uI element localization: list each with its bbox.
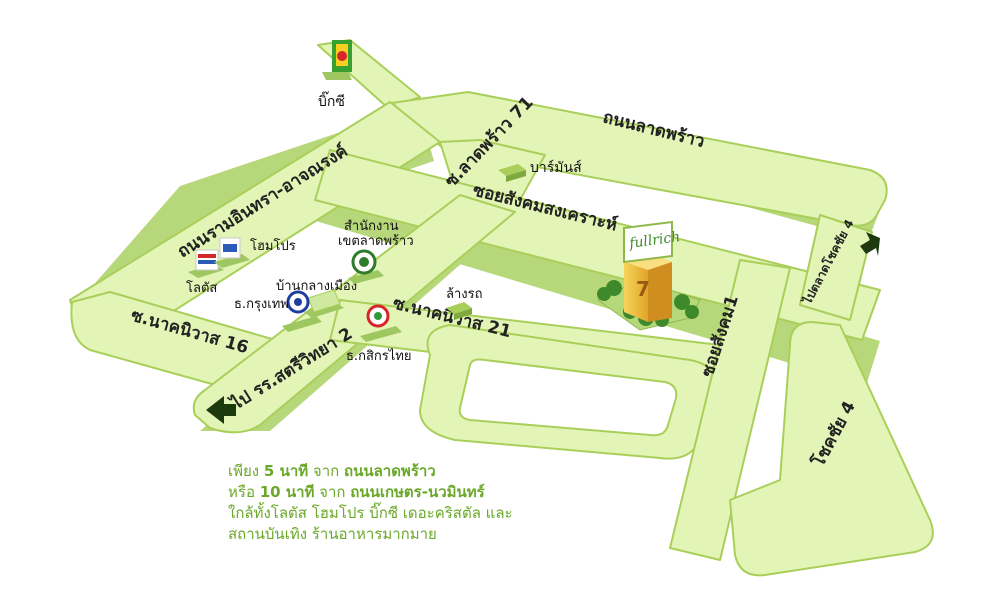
barmans-block bbox=[498, 164, 526, 182]
homepro-label: โฮมโปร bbox=[250, 238, 296, 254]
info-line-1: เพียง 5 นาที จาก ถนนลาดพร้าว bbox=[228, 461, 648, 482]
office-district-label: เขตลาดพร้าว bbox=[338, 234, 414, 249]
kasikorn-marker bbox=[360, 304, 402, 342]
office-marker bbox=[348, 249, 384, 284]
bigc-marker bbox=[322, 40, 352, 80]
ban-klang-muang-label: บ้านกลางเมือง bbox=[276, 278, 357, 294]
lotus-marker bbox=[188, 249, 224, 278]
info-l2-a: หรือ bbox=[228, 483, 260, 501]
info-l1-c: จาก bbox=[308, 462, 344, 480]
info-l2-b: 10 นาที bbox=[259, 483, 315, 501]
info-l1-a: เพียง bbox=[228, 462, 264, 480]
car-wash-block bbox=[446, 302, 472, 320]
road-soi-sangkhom-1 bbox=[669, 259, 791, 561]
arrows bbox=[206, 232, 880, 424]
project-sign bbox=[623, 220, 673, 264]
arrow-to-school-icon bbox=[206, 396, 236, 424]
project-number: 7 bbox=[636, 277, 650, 301]
info-line-3: ใกล้ทั้งโลตัส โฮมโปร บิ๊กซี เดอะคริสตัล … bbox=[228, 504, 513, 522]
kasikorn-label: ธ.กสิกรไทย bbox=[346, 348, 411, 364]
road-chokchai-4 bbox=[729, 321, 934, 577]
arrow-to-chokchai-icon bbox=[860, 232, 880, 256]
ban-klang-muang-block bbox=[304, 289, 344, 318]
fullrich-project: fullrich 7 bbox=[597, 220, 701, 331]
bangkok-bank-label: ธ.กรุงเทพ bbox=[234, 297, 289, 312]
office-label: สำนักงาน bbox=[344, 219, 399, 234]
lotus-label: โลตัส bbox=[186, 280, 217, 296]
car-wash-label: ล้างรถ bbox=[446, 287, 482, 302]
info-line-2: หรือ 10 นาที จาก ถนนเกษตร-นวมินทร์ bbox=[228, 482, 648, 503]
road-to-chokchai bbox=[799, 214, 873, 321]
info-l2-d: ถนนเกษตร-นวมินทร์ bbox=[350, 483, 485, 501]
barmans-label: บาร์มันส์ bbox=[530, 159, 582, 176]
bigc-label: บิ๊กซี bbox=[318, 91, 345, 110]
bangkok-bank-marker bbox=[282, 290, 322, 332]
road-network bbox=[69, 39, 934, 577]
info-line-4: สถานบันเทิง ร้านอาหารมากมาย bbox=[228, 525, 437, 543]
homepro-marker bbox=[214, 237, 250, 268]
info-l1-d: ถนนลาดพร้าว bbox=[343, 462, 436, 480]
info-l1-b: 5 นาที bbox=[263, 462, 309, 480]
info-text: เพียง 5 นาที จาก ถนนลาดพร้าว หรือ 10 นาท… bbox=[228, 461, 648, 545]
fullrich-logo: fullrich bbox=[627, 229, 681, 252]
info-l2-c: จาก bbox=[314, 483, 351, 501]
